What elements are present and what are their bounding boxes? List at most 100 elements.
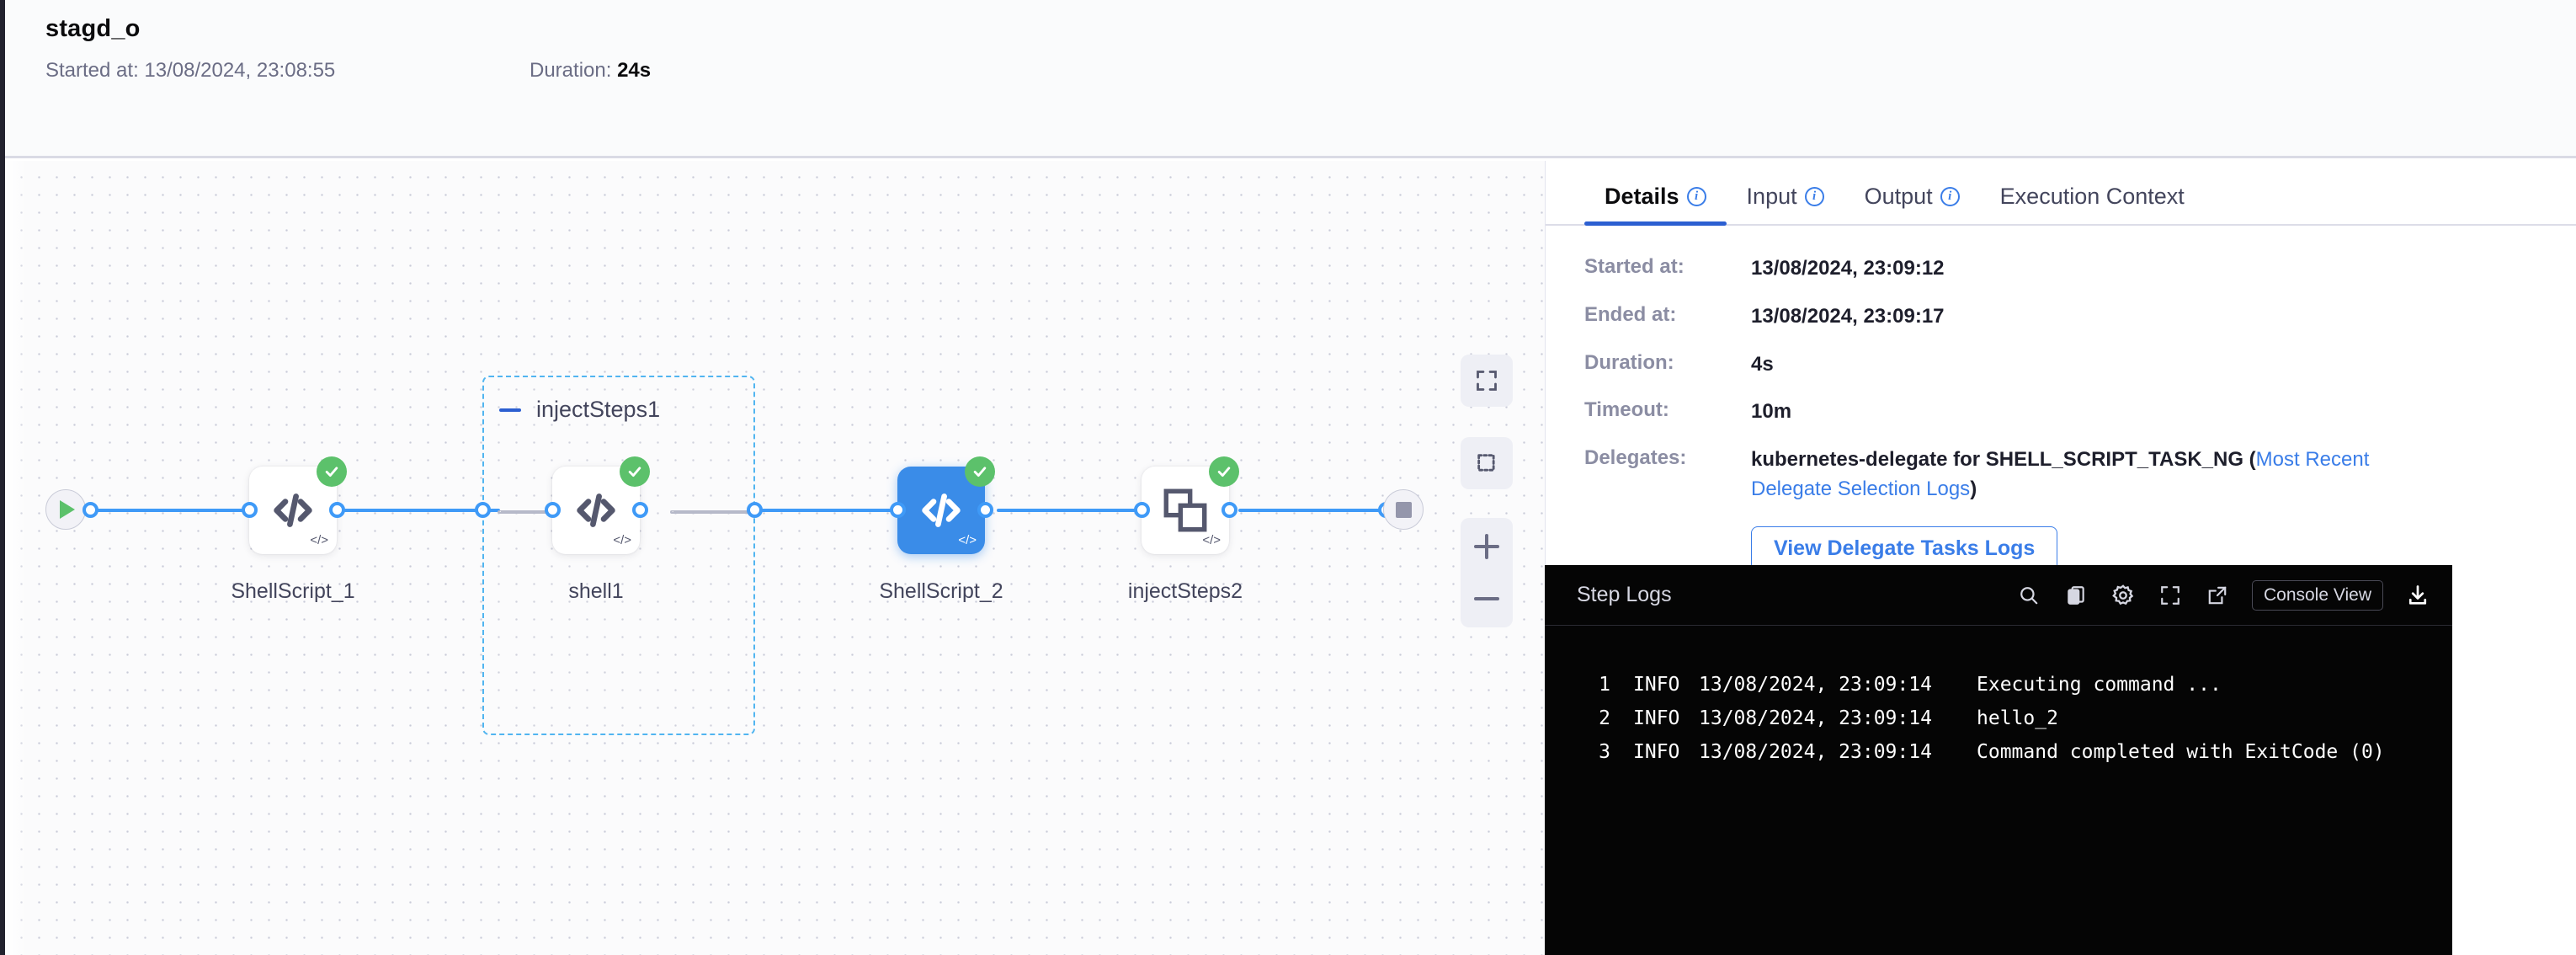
zoom-controls[interactable] [1461, 518, 1513, 627]
view-delegate-tasks-logs-button[interactable]: View Delegate Tasks Logs [1751, 526, 2058, 571]
detail-row-timeout: Timeout: 10m [1584, 397, 2576, 427]
delegate-selection-logs-link[interactable]: Most Recent Delegate Selection Logs [1751, 448, 2370, 500]
node-label-shell1: shell1 [568, 579, 624, 603]
log-level: INFO [1633, 707, 1680, 729]
detail-value: 4s [1751, 352, 1774, 376]
port-injectsteps2-in [1134, 502, 1150, 518]
detail-value: 10m [1751, 400, 1792, 424]
port-start-out [82, 502, 98, 518]
detail-row-delegates: Delegates: kubernetes-delegate for SHELL… [1584, 445, 2576, 504]
step-logs-title: Step Logs [1577, 583, 1672, 606]
node-shell1[interactable]: </> [552, 456, 650, 554]
port-shellscript1-in [242, 502, 258, 518]
wire-group-to-shellscript2 [753, 509, 902, 512]
zoom-out-button[interactable] [1461, 573, 1513, 625]
info-icon[interactable]: i [1686, 187, 1706, 206]
stop-icon [1395, 501, 1412, 518]
tab-output[interactable]: Output i [1844, 184, 1980, 224]
fullscreen-icon[interactable] [2158, 583, 2183, 608]
log-level: INFO [1633, 674, 1680, 696]
check-icon [628, 467, 641, 477]
detail-label: Started at: [1584, 255, 1685, 278]
code-corner-icon: </> [958, 533, 977, 547]
port-shell1-out [632, 502, 648, 518]
fit-screen-icon [1461, 355, 1513, 407]
step-group-icon [1163, 488, 1207, 532]
detail-row-ended-at: Ended at: 13/08/2024, 23:09:17 [1584, 302, 2576, 332]
pipeline-start-node[interactable] [45, 489, 86, 530]
minus-icon[interactable] [499, 408, 521, 412]
log-level: INFO [1633, 741, 1680, 763]
selection-box-button[interactable] [1461, 437, 1513, 489]
log-message: hello_2 [1977, 707, 2058, 729]
console-view-button[interactable]: Console View [2251, 579, 2383, 611]
check-icon [325, 467, 338, 477]
step-group-header[interactable]: injectSteps1 [499, 397, 660, 423]
detail-label: Delegates: [1584, 446, 1687, 470]
info-icon[interactable]: i [1804, 187, 1824, 206]
step-group-label: injectSteps1 [536, 397, 661, 422]
execution-header: stagd_o Started at: 13/08/2024, 23:08:55… [5, 0, 2576, 158]
log-line: 2 INFO 13/08/2024, 23:09:14 hello_2 [1545, 702, 2452, 735]
code-icon [274, 494, 312, 527]
gear-icon[interactable] [2110, 583, 2136, 608]
started-at-value: 13/08/2024, 23:08:55 [144, 59, 336, 82]
log-timestamp: 13/08/2024, 23:09:14 [1699, 741, 1932, 763]
log-line-number: 1 [1599, 674, 1610, 696]
tab-execution-context-label: Execution Context [1999, 184, 2185, 209]
minus-icon [1474, 586, 1499, 611]
tab-execution-context[interactable]: Execution Context [1980, 184, 2205, 224]
node-ShellScript_2[interactable]: </> [897, 456, 995, 554]
duration-value: 24s [617, 59, 652, 82]
code-corner-icon: </> [1202, 533, 1221, 547]
search-icon[interactable] [2016, 583, 2041, 608]
log-line-number: 3 [1599, 741, 1610, 763]
port-shellscript2-in [890, 502, 906, 518]
detail-label: Ended at: [1584, 302, 1677, 326]
port-shellscript1-out [329, 502, 345, 518]
node-label-injectSteps2: injectSteps2 [1127, 579, 1243, 603]
fit-to-screen-button[interactable] [1461, 355, 1513, 407]
tab-details[interactable]: Details i [1584, 184, 1727, 226]
detail-value: 13/08/2024, 23:09:12 [1751, 257, 1945, 280]
node-ShellScript_1[interactable]: </> [249, 456, 347, 554]
check-icon [1217, 467, 1231, 477]
log-line: 3 INFO 13/08/2024, 23:09:14 Command comp… [1545, 735, 2452, 769]
delegates-text-suffix: ) [1970, 477, 1977, 500]
detail-label: Timeout: [1584, 398, 1669, 422]
detail-value: kubernetes-delegate for SHELL_SCRIPT_TAS… [1751, 445, 2391, 504]
status-badge-success [1209, 456, 1239, 487]
copy-icon[interactable] [2063, 583, 2089, 608]
download-icon[interactable] [2405, 583, 2430, 608]
step-logs-actions: Console View [2016, 579, 2430, 611]
tab-input[interactable]: Input i [1727, 184, 1844, 224]
tab-output-label: Output [1864, 184, 1933, 209]
detail-value: 13/08/2024, 23:09:17 [1751, 304, 1945, 328]
left-nav-rail [0, 0, 5, 955]
pipeline-end-node[interactable] [1383, 489, 1424, 530]
step-group-injectSteps1[interactable] [482, 376, 755, 735]
delegates-text: kubernetes-delegate for SHELL_SCRIPT_TAS… [1751, 448, 2256, 472]
code-corner-icon: </> [310, 533, 328, 547]
node-label-ShellScript_2: ShellScript_2 [879, 579, 1003, 603]
code-icon [577, 494, 615, 527]
play-icon [60, 500, 75, 519]
node-injectSteps2[interactable]: </> [1142, 456, 1239, 554]
status-badge-success [317, 456, 347, 487]
page-title: stagd_o [45, 15, 141, 42]
open-external-icon[interactable] [2205, 583, 2230, 608]
pipeline-graph-canvas[interactable]: injectSteps1 </> [5, 161, 1545, 955]
tab-input-label: Input [1746, 184, 1797, 209]
log-output[interactable]: 1 INFO 13/08/2024, 23:09:14 Executing co… [1545, 626, 2452, 769]
status-badge-success [620, 456, 650, 487]
tab-details-label: Details [1605, 184, 1679, 209]
zoom-in-button[interactable] [1461, 520, 1513, 573]
port-injectsteps2-out [1221, 502, 1237, 518]
step-logs-panel: Step Logs [1545, 565, 2452, 955]
info-icon[interactable]: i [1940, 187, 1960, 206]
detail-row-duration: Duration: 4s [1584, 350, 2576, 380]
port-group-in [475, 502, 491, 518]
port-shellscript2-out [977, 502, 993, 518]
port-group-out [747, 502, 763, 518]
